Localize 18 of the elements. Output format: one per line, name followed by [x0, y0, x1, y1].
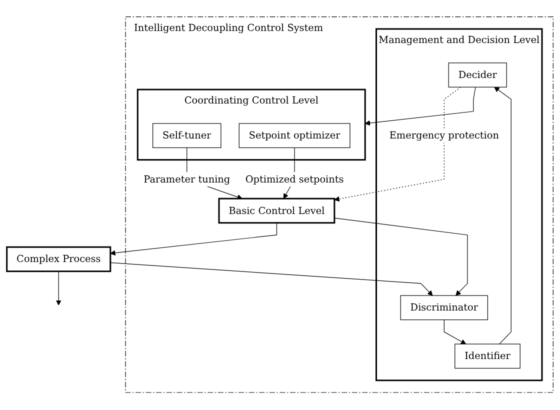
node-box: Setpoint optimizer: [238, 124, 350, 148]
arrow: [334, 87, 462, 202]
node-box: Basic Control Level: [218, 198, 336, 224]
arrow: [444, 320, 466, 345]
node-box: Discriminator: [400, 296, 488, 320]
edge-label: Emergency protection: [389, 130, 499, 142]
node-box: Decider: [448, 62, 507, 88]
arrow: [56, 271, 62, 306]
node-box: Identifier: [454, 344, 520, 369]
node-box: Complex Process: [6, 246, 112, 272]
edge-label: Optimized setpoints: [245, 173, 344, 186]
edge-label: Parameter tuning: [144, 173, 230, 186]
arrow: [110, 222, 278, 256]
arrow: [334, 218, 468, 296]
arrow: [494, 87, 512, 345]
arrow: [110, 262, 433, 296]
arrow: [364, 87, 476, 126]
node-box: Self-tuner: [152, 124, 222, 148]
